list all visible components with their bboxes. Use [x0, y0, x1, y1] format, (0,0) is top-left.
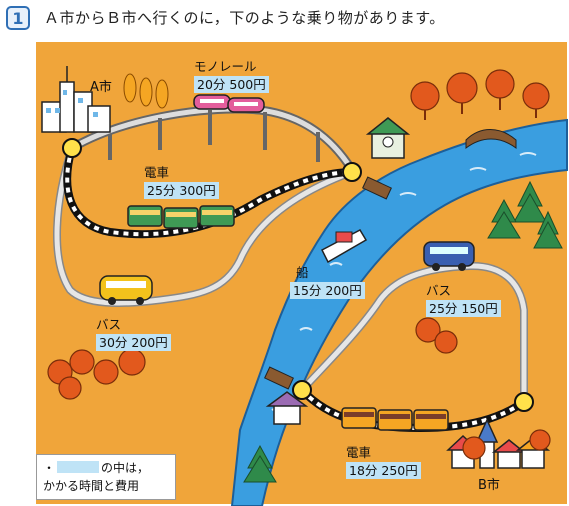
- monorail-name: モノレール: [194, 59, 257, 74]
- ship-name: 船: [296, 265, 309, 280]
- conifer-trees: [243, 180, 563, 483]
- monorail-info: 20分 500円: [194, 76, 269, 93]
- train-a-cars: [127, 205, 235, 229]
- question-text: Ａ市からＢ市へ行くのに，下のような乗り物があります。: [44, 9, 445, 27]
- station-a: [62, 138, 82, 158]
- legend-line-2: かかる時間と費用: [43, 479, 140, 493]
- train-a-info: 25分 300円: [144, 182, 219, 199]
- ship: [321, 229, 368, 264]
- poplar-trees: [123, 73, 169, 109]
- monorail-train: [193, 94, 265, 113]
- train-b-info: 18分 250円: [346, 462, 421, 479]
- legend-line-1: ・ の中は，: [43, 459, 169, 477]
- clock-tower-building: [365, 117, 411, 159]
- train-b-cars: [341, 407, 449, 431]
- pier-south: [264, 366, 294, 390]
- bus-b-info: 25分 150円: [426, 300, 501, 317]
- train-a-name: 電車: [144, 165, 170, 180]
- bus-a-info: 30分 200円: [96, 334, 171, 351]
- city-b-label: B市: [478, 478, 500, 493]
- legend-line1-text: の中は，: [101, 461, 150, 475]
- orange-trees: [47, 69, 551, 460]
- bus-b: [423, 241, 475, 271]
- question-number: 1: [6, 6, 30, 30]
- question-header: 1 Ａ市からＢ市へ行くのに，下のような乗り物があります。: [0, 0, 569, 40]
- train-b-name: 電車: [346, 445, 372, 460]
- station-b: [514, 392, 534, 412]
- station-river-north: [342, 162, 362, 182]
- station-river-south: [292, 380, 312, 400]
- temple-building: [265, 391, 309, 425]
- bus-b-name: バス: [426, 283, 452, 298]
- legend-swatch: [57, 461, 100, 473]
- city-a-label: A市: [90, 80, 112, 95]
- legend-bullet: ・: [43, 461, 56, 475]
- ship-info: 15分 200円: [290, 282, 365, 299]
- bridge: [465, 129, 517, 149]
- legend-box: ・ の中は， かかる時間と費用: [36, 454, 176, 500]
- bus-a-name: バス: [96, 317, 122, 332]
- pier-north: [362, 176, 392, 200]
- bus-a: [99, 275, 153, 305]
